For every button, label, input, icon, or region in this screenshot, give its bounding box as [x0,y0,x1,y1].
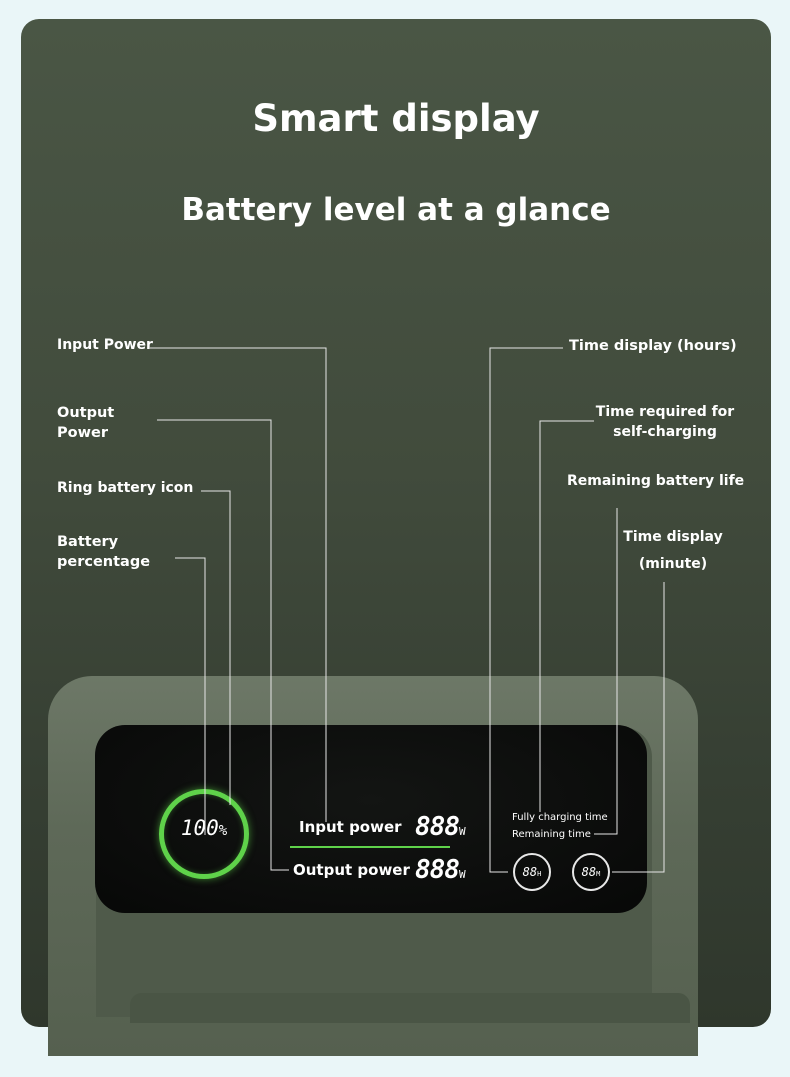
page-subtitle: Battery level at a glance [181,192,611,228]
battery-value: 100 [180,816,219,840]
callout-self-charging-line1: Time required for [595,404,735,420]
hours-digits: 88 [522,865,538,879]
leader-ring-battery [201,490,231,805]
callout-time-minute-line1: Time display [623,529,723,545]
callout-time-minute-line2: (minute) [638,556,708,572]
callout-output-power-line2: Power [57,425,108,441]
hours-unit: H [537,870,542,878]
callout-ring-battery-icon: Ring battery icon [57,480,194,496]
output-power-digits: 888 [415,855,460,885]
input-power-unit: W [458,825,466,838]
input-power-label: Input power [299,818,402,836]
device-handle [130,993,690,1023]
callout-output-power: Output Power [57,403,114,443]
fully-charging-time-label: Fully charging time [512,812,608,823]
callout-output-power-line1: Output [57,405,115,421]
battery-percentage: 100% [159,816,249,840]
callout-remaining-life: Remaining battery life [567,473,745,489]
callout-input-power: Input Power [57,337,153,353]
callout-self-charging: Time required for self-charging [595,402,735,442]
output-power-value: 888W [415,855,466,885]
callout-time-minute: Time display (minute) [615,524,731,578]
callout-battery-percentage-line1: Battery [57,534,119,550]
minutes-dial: 88M [572,853,610,891]
battery-unit: % [218,823,228,839]
callout-battery-percentage-line2: percentage [57,554,151,570]
callout-time-hours: Time display (hours) [569,338,737,354]
minutes-unit: M [596,870,601,878]
leader-output-power [157,419,289,871]
hours-dial: 88H [513,853,551,891]
page-title: Smart display [252,97,540,140]
remaining-time-label: Remaining time [512,829,591,840]
leader-input-power [150,347,327,822]
minutes-digits: 88 [581,865,597,879]
leader-time-hours [489,347,563,873]
leader-self-charging [539,420,594,812]
power-divider [290,846,450,848]
callout-self-charging-line2: self-charging [613,424,717,440]
input-power-value: 888W [415,812,466,842]
leader-remaining-life [594,508,618,835]
callout-battery-percentage: Battery percentage [57,532,150,572]
output-power-label: Output power [293,861,410,879]
output-power-unit: W [458,868,466,881]
ring-battery-icon [159,789,249,879]
leader-battery-percentage [175,557,206,835]
input-power-digits: 888 [415,812,460,842]
leader-time-minute [612,582,665,873]
